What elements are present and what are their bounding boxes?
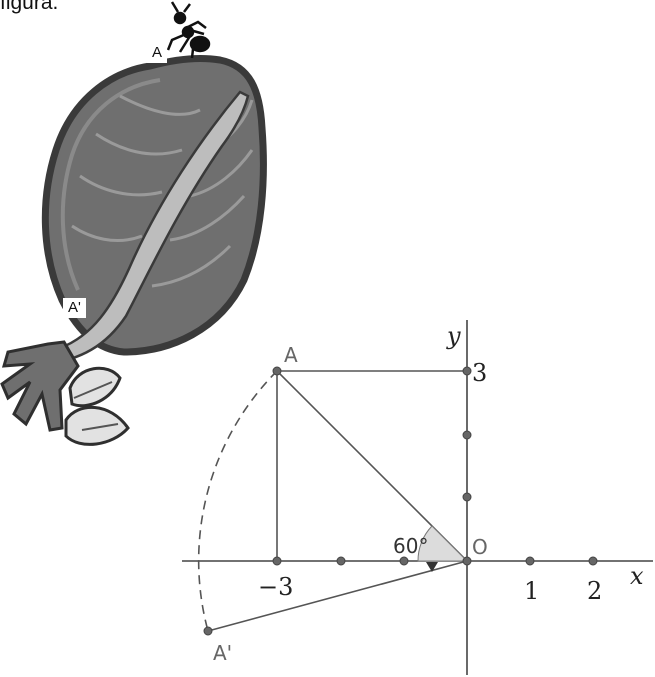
tick-label-y-3: 3	[472, 359, 487, 387]
ant-icon	[166, 1, 211, 59]
tick-label-x-neg3: −3	[258, 573, 293, 601]
tick-x-neg3	[272, 556, 282, 566]
point-a-prime-label: A'	[213, 641, 232, 665]
small-leaf-2	[64, 406, 130, 446]
rotation-arc	[197, 370, 278, 632]
leaf-illustration	[0, 1, 267, 446]
point-origin-dot	[462, 556, 472, 566]
grid-points	[203, 366, 598, 636]
leaf-point-a-label: A	[147, 43, 168, 63]
tick-x-2	[588, 556, 598, 566]
tick-y-1	[462, 492, 472, 502]
leaf-point-a-prime-label: A'	[63, 298, 86, 318]
point-a-dot	[272, 366, 282, 376]
tick-x-1	[525, 556, 535, 566]
angle-arrow-icon	[426, 562, 438, 572]
tick-label-x-1: 1	[524, 577, 539, 605]
tick-y-2	[462, 430, 472, 440]
y-axis-label: y	[446, 322, 461, 350]
point-a-label: A	[284, 343, 298, 367]
origin-label: O	[472, 535, 488, 559]
point-a-prime-dot	[203, 626, 213, 636]
caption-text: figura.	[0, 0, 59, 14]
angle-label: 60°	[393, 534, 428, 558]
tick-x-neg2	[336, 556, 346, 566]
coordinate-diagram: A A' O 60° x y −3 1 2 3	[182, 320, 653, 675]
leaf-roots	[0, 340, 80, 432]
tick-y-3	[462, 366, 472, 376]
x-axis-label: x	[630, 562, 644, 590]
tick-x-neg1	[399, 556, 409, 566]
small-leaf-1	[68, 366, 122, 408]
angle-marker	[417, 525, 469, 562]
segment-origin-to-a-prime	[207, 560, 468, 632]
tick-label-x-2: 2	[587, 577, 602, 605]
